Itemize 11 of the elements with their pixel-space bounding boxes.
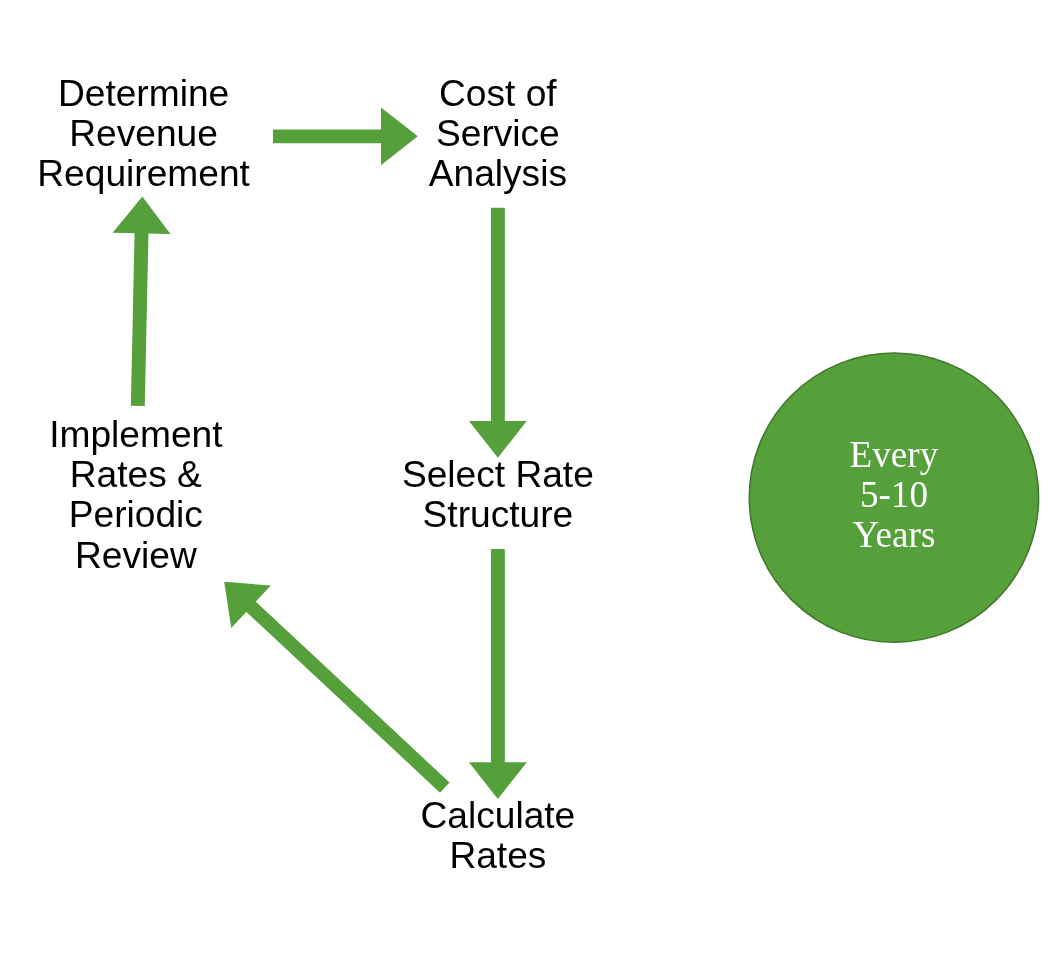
node-circle: Every 5-10 Years — [748, 352, 1040, 644]
node-text: Determine Revenue Requirement — [37, 71, 250, 195]
arrow — [224, 581, 450, 793]
arrow — [112, 196, 171, 407]
node-text: Calculate Rates — [420, 794, 576, 877]
arrow — [468, 207, 527, 458]
node-text: Implement Rates & Periodic Review — [49, 412, 223, 576]
arrow — [273, 107, 418, 166]
arrow — [468, 549, 527, 799]
node-text: Cost of Service Analysis — [428, 71, 567, 195]
node-text: Select Rate Structure — [401, 453, 594, 536]
